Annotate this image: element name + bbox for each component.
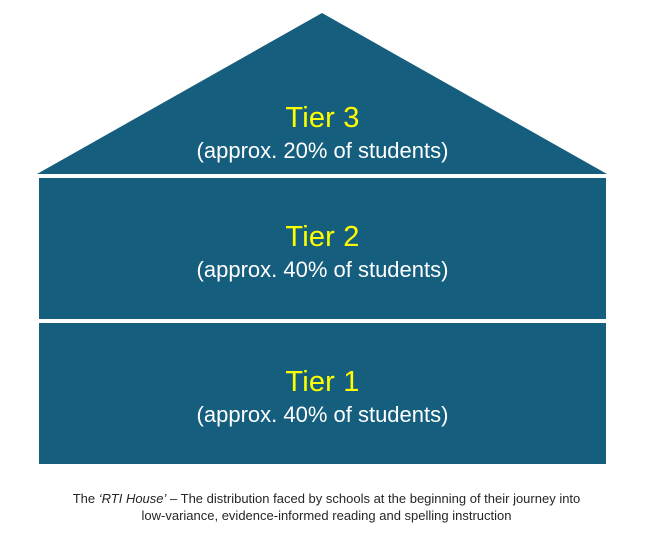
roof-triangle-shape [37,13,607,174]
caption-italic-title: ‘RTI House’ [98,491,167,506]
tier1-label: Tier 1 [285,365,360,398]
tier2-label: Tier 2 [285,220,360,253]
tier3-subtitle: (approx. 20% of students) [196,138,449,163]
tier2-subtitle: (approx. 40% of students) [196,256,449,282]
tier2-section: Tier 2 (approx. 40% of students) [39,178,606,319]
caption-rest: – The distribution faced by schools at t… [166,491,581,506]
caption-line-2: low-variance, evidence-informed reading … [141,508,512,523]
tier3-section: Tier 3 (approx. 20% of students) [39,100,606,166]
tier1-subtitle: (approx. 40% of students) [196,401,449,427]
caption-line-1: The ‘RTI House’ – The distribution faced… [0,490,653,507]
caption-prefix: The [72,491,99,506]
tier1-section: Tier 1 (approx. 40% of students) [39,323,606,464]
tier3-label: Tier 3 [285,102,360,134]
figure-caption: The ‘RTI House’ – The distribution faced… [0,490,653,524]
